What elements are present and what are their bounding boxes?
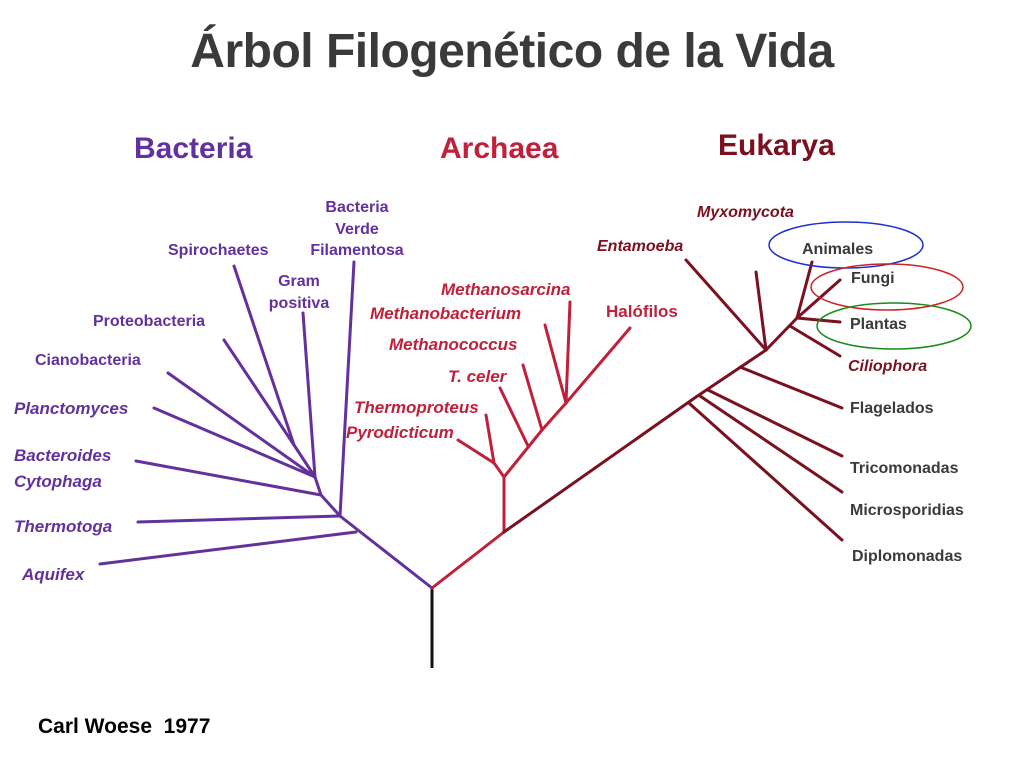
label-microsporidias: Microsporidias [850,502,964,519]
branch-thermoproteus-tip [484,413,496,465]
label-bacteria-verde-line3: Filamentosa [310,242,404,260]
label-bacteria-verde-filamentosa: Bacteria Verde Filamentosa [304,197,410,262]
branch-methanococcus [521,363,544,432]
label-flagelados: Flagelados [850,400,934,417]
branch-planctomyces [152,406,317,479]
branch-myxomycota [754,270,768,352]
branch-bacteroides [134,459,323,497]
author-credit: Carl Woese 1977 [38,715,211,738]
branch-bacteria-verde [338,260,356,518]
label-bacteria-verde-line1: Bacteria [325,199,389,216]
branch-aquifex [98,530,358,566]
branch-bacteria-node-c [313,475,323,497]
branch-t-celer [498,386,530,448]
label-cytophaga: Cytophaga [14,472,102,491]
label-methanosarcina: Methanosarcina [441,280,571,299]
branch-gram-positiva [301,311,317,479]
label-planctomyces: Planctomyces [14,399,129,418]
label-diplomonadas: Diplomonadas [852,548,963,565]
branch-spirochaetes [232,264,296,447]
label-proteobacteria: Proteobacteria [93,313,206,330]
label-tricomonadas: Tricomonadas [850,460,959,477]
branch-bacteria-stem [338,514,434,590]
label-gram-line2: positiva [268,294,330,312]
label-plantas: Plantas [850,316,907,333]
branch-bacteria-node-b [319,493,342,518]
label-spirochaetes: Spirochaetes [168,242,269,259]
branch-halofilos [564,326,632,405]
branch-flagelados [738,365,844,410]
ring-plantas [816,302,972,350]
label-entamoeba: Entamoeba [597,238,684,255]
label-myxomycota: Myxomycota [697,204,794,221]
branch-tricomonadas [706,388,844,458]
label-thermoproteus: Thermoproteus [354,398,479,417]
page-title: Árbol Filogenético de la Vida [190,25,834,78]
label-ciliophora: Ciliophora [848,358,928,375]
label-thermotoga: Thermotoga [14,517,113,536]
branch-eukarya-stem [502,395,698,534]
label-methanobacterium: Methanobacterium [370,304,522,323]
branch-microsporidias [698,394,844,494]
branch-bacteria-node-d [292,443,317,479]
branch-eukarya-upper [764,316,799,352]
label-animales: Animales [802,241,874,258]
label-pyrodicticum: Pyrodicticum [346,423,454,442]
branch-entamoeba [684,258,768,352]
label-fungi: Fungi [851,270,895,287]
branch-diplomonadas [688,402,844,542]
branch-animales [795,260,814,320]
branch-fungi [795,278,842,320]
branch-methanosarcina [564,300,572,405]
branch-thermotoga [136,514,342,524]
label-bacteroides: Bacteroides [14,446,112,465]
branch-archaea-stem [430,530,506,590]
branch-cianobacteria [166,371,317,479]
domain-eukarya: Eukarya [718,129,835,162]
branch-archaea-node-b [540,401,568,432]
branch-plantas [795,316,842,324]
label-halofilos: Halófilos [606,302,678,321]
label-t-celer: T. celer [448,367,507,386]
branch-pyrodicticum [456,438,496,465]
ring-fungi [810,263,964,311]
domain-bacteria: Bacteria [134,132,253,165]
branch-proteobacteria [222,338,296,447]
branch-ciliophora [788,324,842,358]
label-gram-positiva: Gram positiva [262,271,336,314]
label-aquifex: Aquifex [22,565,85,584]
label-methanococcus: Methanococcus [389,335,518,354]
branch-thermoproteus [492,461,506,479]
branch-archaea-node-a [502,428,544,479]
label-bacteria-verde-line2: Verde [335,220,379,238]
label-cianobacteria: Cianobacteria [35,352,141,369]
label-gram-line1: Gram [278,273,320,290]
branch-methanobacterium [543,323,568,405]
domain-archaea: Archaea [440,132,559,165]
